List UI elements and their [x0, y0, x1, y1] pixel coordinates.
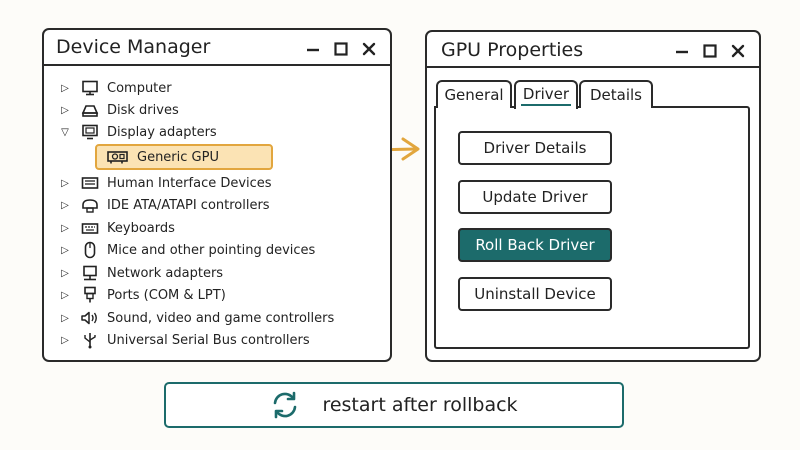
roll-back-driver-button[interactable]: Roll Back Driver — [458, 228, 612, 262]
tree-item-network-adapters[interactable]: ▷ Network adapters — [58, 262, 223, 284]
expand-icon[interactable]: ▷ — [61, 82, 69, 94]
minimize-icon[interactable] — [306, 41, 320, 60]
tree-item-disk-drives[interactable]: ▷ Disk drives — [58, 99, 179, 121]
tree-item-label: Generic GPU — [137, 149, 219, 165]
selected-item-highlight — [95, 144, 273, 170]
tree-item-keyboards[interactable]: ▷ Keyboards — [58, 217, 175, 239]
tab-label: Details — [589, 86, 642, 104]
tree-item-generic-gpu[interactable]: Generic GPU — [106, 146, 219, 168]
tree-item-usb[interactable]: ▷ Universal Serial Bus controllers — [58, 329, 310, 351]
update-driver-button[interactable]: Update Driver — [458, 180, 612, 214]
title-divider — [427, 66, 759, 68]
gpu-arrowhead — [401, 137, 420, 161]
expand-icon[interactable]: ▷ — [61, 267, 69, 279]
minimize-icon[interactable] — [675, 43, 689, 62]
close-icon[interactable] — [731, 43, 745, 62]
network-adapter-icon — [80, 265, 100, 281]
uninstall-device-button[interactable]: Uninstall Device — [458, 277, 612, 311]
gpu-properties-window-controls — [675, 43, 745, 62]
title-divider — [44, 64, 390, 66]
ide-controller-icon — [80, 197, 100, 213]
gpu-icon — [106, 149, 130, 165]
device-tree: ▷ Computer ▷ Disk drives ▽ Display adapt… — [58, 30, 388, 360]
display-adapter-icon — [80, 124, 100, 140]
disk-drive-icon — [80, 102, 100, 118]
keyboard-icon — [80, 220, 100, 236]
tree-item-hid[interactable]: ▷ Human Interface Devices — [58, 172, 272, 194]
tree-item-label: Disk drives — [107, 102, 179, 118]
tab-general[interactable]: General — [436, 80, 512, 108]
maximize-icon[interactable] — [334, 41, 348, 60]
collapse-icon[interactable]: ▽ — [61, 126, 69, 138]
tree-item-label: Display adapters — [107, 124, 217, 140]
tree-item-ide-controllers[interactable]: ▷ IDE ATA/ATAPI controllers — [58, 194, 270, 216]
tree-item-label: Human Interface Devices — [107, 175, 272, 191]
maximize-icon[interactable] — [703, 43, 717, 62]
driver-details-button[interactable]: Driver Details — [458, 131, 612, 165]
tree-item-label: Computer — [107, 80, 172, 96]
tree-item-label: Sound, video and game controllers — [107, 310, 335, 326]
tree-item-label: Mice and other pointing devices — [107, 242, 316, 258]
device-manager-window-controls — [306, 41, 376, 60]
restart-label: restart after rollback — [322, 394, 518, 416]
tab-details[interactable]: Details — [579, 80, 653, 108]
hid-icon — [80, 175, 100, 191]
expand-icon[interactable]: ▷ — [61, 177, 69, 189]
tree-item-label: IDE ATA/ATAPI controllers — [107, 197, 270, 213]
tab-driver[interactable]: Driver — [514, 80, 578, 109]
expand-icon[interactable]: ▷ — [61, 222, 69, 234]
device-manager-title: Device Manager — [56, 36, 211, 58]
tab-label: General — [444, 86, 504, 104]
speaker-icon — [80, 310, 100, 326]
refresh-icon — [270, 390, 300, 420]
restart-banner: restart after rollback — [164, 382, 624, 428]
port-icon — [80, 286, 100, 303]
computer-icon — [80, 80, 100, 96]
mouse-icon — [80, 241, 100, 259]
tree-item-label: Universal Serial Bus controllers — [107, 332, 310, 348]
tree-item-label: Ports (COM & LPT) — [107, 287, 226, 303]
tab-label: Driver — [520, 85, 572, 106]
expand-icon[interactable]: ▷ — [61, 199, 69, 211]
tree-item-ports[interactable]: ▷ Ports (COM & LPT) — [58, 284, 226, 306]
tree-item-display-adapters[interactable]: ▽ Display adapters — [58, 121, 217, 143]
tree-item-label: Network adapters — [107, 265, 224, 281]
expand-icon[interactable]: ▷ — [61, 334, 69, 346]
expand-icon[interactable]: ▷ — [61, 312, 69, 324]
expand-icon[interactable]: ▷ — [61, 289, 69, 301]
expand-icon[interactable]: ▷ — [61, 104, 69, 116]
tree-item-label: Keyboards — [107, 220, 175, 236]
device-manager-window: Device Manager ▷ Computer ▷ Disk drives … — [42, 28, 392, 362]
close-icon[interactable] — [362, 41, 376, 60]
gpu-properties-title: GPU Properties — [441, 39, 584, 61]
expand-icon[interactable]: ▷ — [61, 244, 69, 256]
tree-item-sound[interactable]: ▷ Sound, video and game controllers — [58, 307, 334, 329]
tree-item-computer[interactable]: ▷ Computer — [58, 77, 172, 99]
usb-icon — [80, 332, 100, 349]
tree-item-mice[interactable]: ▷ Mice and other pointing devices — [58, 239, 315, 261]
